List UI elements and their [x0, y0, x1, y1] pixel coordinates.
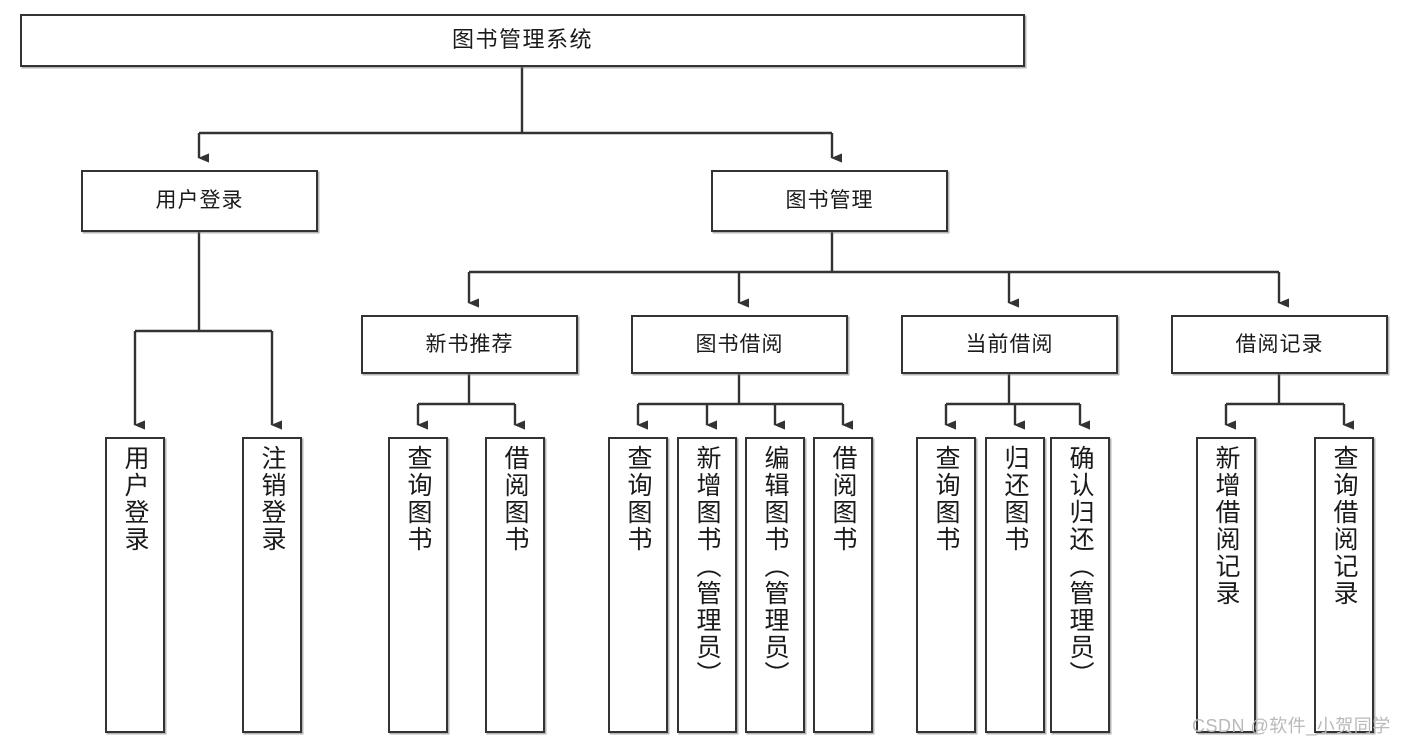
node-label: 确认归还（管理员）: [1066, 445, 1094, 688]
node-book-borrow[interactable]: 图书借阅: [631, 315, 848, 374]
node-label: 图书借阅: [695, 332, 784, 356]
node-label: 编辑图书（管理员）: [761, 445, 789, 688]
node-label: 注销登录: [258, 445, 286, 553]
node-label: 当前借阅: [965, 332, 1054, 356]
leaf-borrow-edit-book[interactable]: 编辑图书（管理员）: [745, 437, 805, 733]
leaf-new-book-query[interactable]: 查询图书: [388, 437, 448, 733]
node-label: 新增借阅记录: [1212, 445, 1240, 607]
leaf-record-query[interactable]: 查询借阅记录: [1314, 437, 1374, 733]
node-book-management[interactable]: 图书管理: [711, 170, 948, 232]
leaf-borrow-borrow-book[interactable]: 借阅图书: [813, 437, 873, 733]
node-label: 查询借阅记录: [1330, 445, 1358, 607]
node-label: 查询图书: [932, 445, 960, 553]
leaf-current-return-book[interactable]: 归还图书: [985, 437, 1045, 733]
node-new-book-recommend[interactable]: 新书推荐: [361, 315, 578, 374]
node-label: 借阅记录: [1235, 332, 1324, 356]
leaf-record-add[interactable]: 新增借阅记录: [1196, 437, 1256, 733]
csdn-watermark: CSDN @软件_小贺同学: [1192, 716, 1391, 736]
node-label: 新增图书（管理员）: [693, 445, 721, 688]
node-label: 用户登录: [155, 189, 244, 213]
leaf-user-login-logout[interactable]: 注销登录: [242, 437, 302, 733]
node-root-system[interactable]: 图书管理系统: [20, 14, 1025, 67]
node-label: 新书推荐: [425, 332, 514, 356]
node-label: 图书管理系统: [451, 27, 593, 53]
node-label: 查询图书: [624, 445, 652, 553]
node-label: 借阅图书: [501, 445, 529, 553]
node-label: 查询图书: [404, 445, 432, 553]
leaf-borrow-add-book[interactable]: 新增图书（管理员）: [677, 437, 737, 733]
node-label: 归还图书: [1001, 445, 1029, 553]
leaf-new-book-borrow[interactable]: 借阅图书: [485, 437, 545, 733]
node-current-borrow[interactable]: 当前借阅: [901, 315, 1118, 374]
leaf-current-confirm-return[interactable]: 确认归还（管理员）: [1050, 437, 1110, 733]
node-label: 图书管理: [785, 189, 874, 213]
leaf-current-query-book[interactable]: 查询图书: [916, 437, 976, 733]
node-borrow-record[interactable]: 借阅记录: [1171, 315, 1388, 374]
node-label: 用户登录: [121, 445, 149, 553]
node-user-login[interactable]: 用户登录: [81, 170, 318, 232]
leaf-user-login-login[interactable]: 用户登录: [105, 437, 165, 733]
node-label: 借阅图书: [829, 445, 857, 553]
leaf-borrow-query-book[interactable]: 查询图书: [608, 437, 668, 733]
